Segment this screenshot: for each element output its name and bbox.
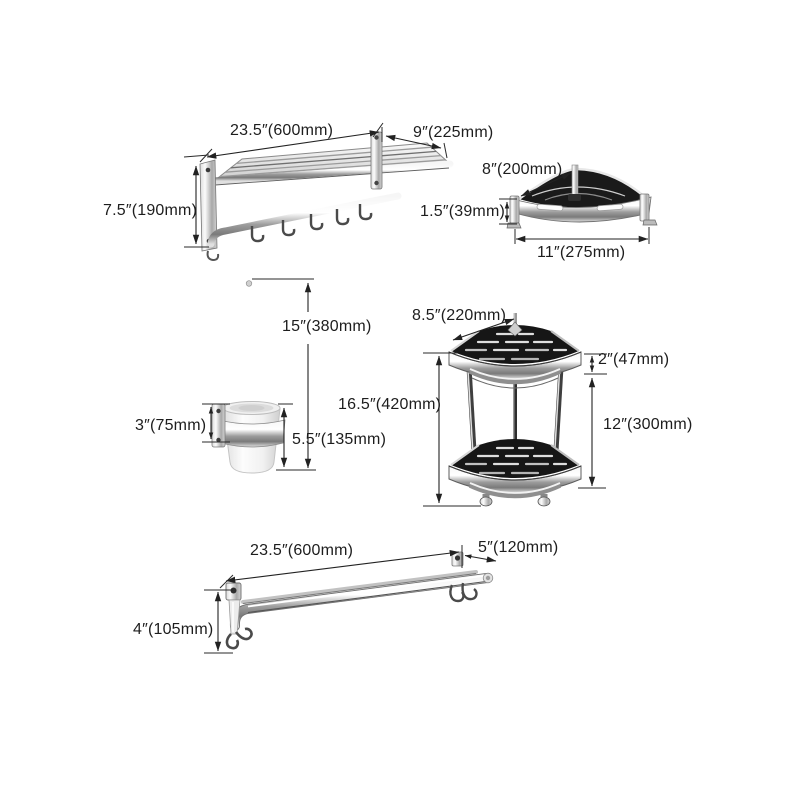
towel-rack-dimension-lines	[183, 122, 448, 248]
shelf-left-tab	[509, 195, 520, 224]
dim-label-brush-total-height: 15″(380mm)	[282, 318, 372, 335]
bar-left-double-hook	[225, 627, 253, 650]
dim-label-rack-width: 23.5″(600mm)	[230, 122, 334, 139]
dim-label-bar-width: 23.5″(600mm)	[250, 542, 354, 559]
dim-label-shelf-depth: 8″(200mm)	[482, 161, 563, 178]
basket-feet	[479, 494, 551, 507]
corner-shelf-dimension-lines	[499, 172, 650, 244]
towel-bar-dimension-lines	[204, 545, 497, 654]
bar-right-double-hook	[449, 582, 478, 603]
rack-hooks	[250, 204, 373, 243]
dim-label-rack-depth: 9″(225mm)	[413, 124, 494, 141]
dim-label-rack-height: 7.5″(190mm)	[103, 202, 198, 219]
corner-basket-illustration	[448, 313, 582, 507]
shelf-center-post	[571, 164, 579, 199]
dim-label-bar-depth: 5″(120mm)	[478, 539, 559, 556]
basket-bottom-tier	[448, 439, 582, 499]
rack-front-rail	[210, 160, 454, 185]
dim-label-basket-total-height: 16.5″(420mm)	[338, 396, 442, 413]
rack-bracket-hook	[206, 250, 220, 262]
basket-right-post	[553, 366, 564, 452]
dim-label-basket-shelf-depth: 8.5″(220mm)	[412, 307, 507, 324]
dim-label-basket-tier-height: 2″(47mm)	[598, 351, 670, 368]
towel-rack-illustration	[199, 131, 454, 262]
rack-hook-bar	[207, 192, 402, 248]
brush-cup-band	[218, 419, 286, 448]
dim-label-shelf-width: 11″(275mm)	[537, 244, 626, 261]
dim-label-brush-bracket-height: 3″(75mm)	[135, 417, 207, 434]
dim-label-bar-height: 4″(105mm)	[133, 621, 214, 638]
basket-left-post	[466, 366, 477, 452]
corner-basket-dimension-lines	[423, 318, 607, 507]
rack-rear-mount	[370, 131, 383, 190]
towel-bar-illustration	[225, 551, 494, 650]
toilet-brush-dimension-lines	[202, 278, 316, 471]
dim-label-shelf-rim-height: 1.5″(39mm)	[420, 203, 506, 220]
rack-wall-bracket	[199, 159, 218, 252]
dim-label-basket-tier-gap: 12″(300mm)	[603, 416, 693, 433]
toilet-brush-illustration	[211, 280, 286, 474]
shelf-right-tab	[639, 193, 650, 222]
dim-label-brush-cup-height: 5.5″(135mm)	[292, 431, 387, 448]
